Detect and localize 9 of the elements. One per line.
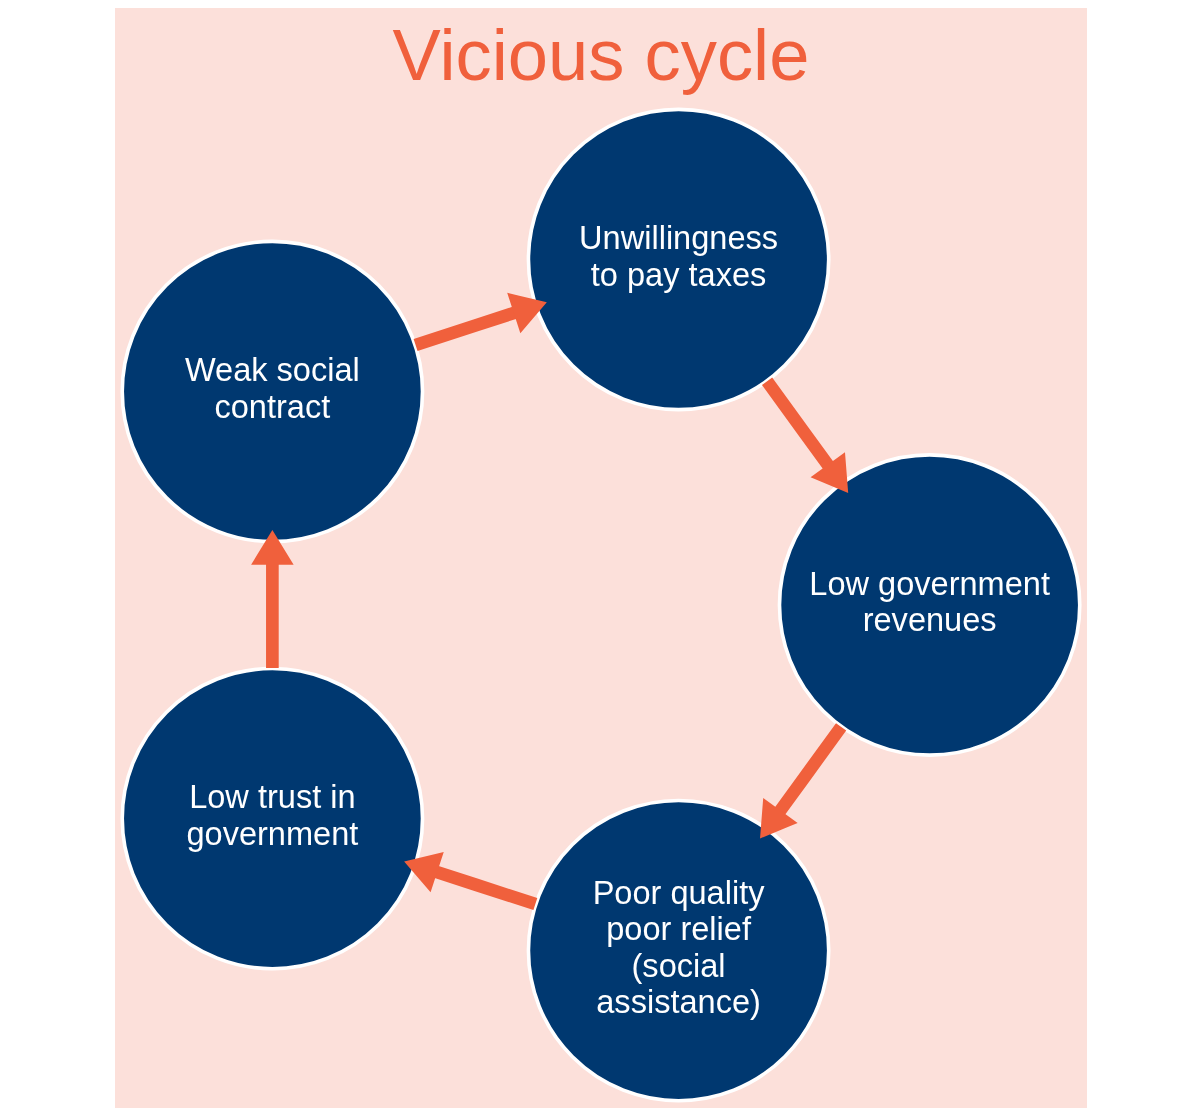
node-circle: Weak social contract	[119, 239, 424, 544]
arrow	[759, 723, 846, 839]
diagram-title: Vicious cycle	[392, 15, 809, 96]
node-circle: Unwillingness to pay taxes	[526, 107, 830, 412]
arrow	[403, 851, 537, 911]
arrow	[761, 377, 848, 493]
arrow	[250, 530, 294, 668]
arrow	[413, 292, 547, 351]
node-circle: Low trust in government	[119, 666, 424, 971]
